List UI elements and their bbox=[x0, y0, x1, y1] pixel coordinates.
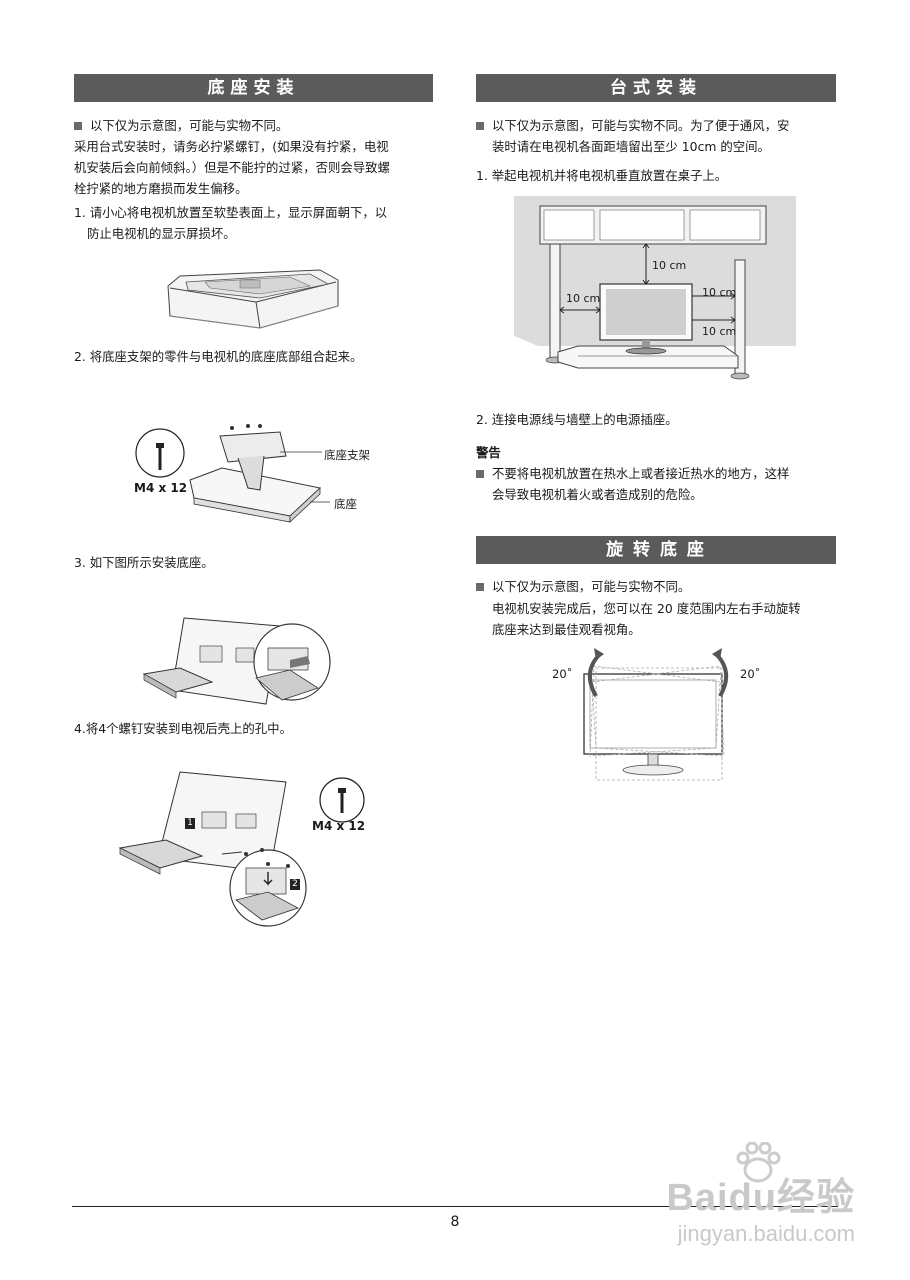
tv-facedown-illustration bbox=[167, 269, 339, 329]
swivel-line: 底座来达到最佳观看视角。 bbox=[492, 622, 641, 637]
angle-left: 20˚ bbox=[552, 667, 573, 681]
section-heading-swivel-stand: 旋 转 底 座 bbox=[476, 536, 836, 564]
square-bullet-icon bbox=[476, 583, 484, 591]
note-line: 栓拧紧的地方磨损而发生偏移。 bbox=[74, 181, 248, 196]
step-1-cont: 防止电视机的显示屏损坏。 bbox=[87, 226, 236, 241]
dim-right-2: 10 cm bbox=[702, 325, 737, 338]
footer-rule bbox=[72, 1206, 838, 1207]
note-line: 装时请在电视机各面距墙留出至少 10cm 的空间。 bbox=[492, 139, 770, 154]
install-stand-illustration bbox=[142, 617, 331, 705]
watermark: Baidu经验 jingyan.baidu.com bbox=[666, 1141, 855, 1247]
section-heading-stand-install: 底座安装 bbox=[74, 74, 433, 102]
step-4: 4.将4个螺钉安装到电视后壳上的孔中。 bbox=[74, 721, 292, 736]
warning-title: 警告 bbox=[476, 445, 501, 460]
bracket-base-illustration bbox=[135, 424, 330, 523]
note-bullet: 以下仅为示意图，可能与实物不同。 bbox=[74, 115, 288, 136]
paw-icon bbox=[735, 1141, 781, 1184]
badge-2: 2 bbox=[290, 879, 300, 890]
label-base: 底座 bbox=[334, 497, 357, 511]
page-number: 8 bbox=[450, 1214, 460, 1230]
step-2: 2. 将底座支架的零件与电视机的底座底部组合起来。 bbox=[74, 349, 363, 364]
install-screws-illustration bbox=[118, 771, 307, 927]
square-bullet-icon bbox=[476, 122, 484, 130]
step-1: 1. 请小心将电视机放置至软垫表面上，显示屏面朝下，以 bbox=[74, 205, 388, 220]
swivel-line: 电视机安装完成后，您可以在 20 度范围内左右手动旋转 bbox=[492, 601, 801, 616]
note-line: 采用台式安装时，请务必拧紧螺钉，(如果没有拧紧，电视 bbox=[74, 139, 389, 154]
swivel-illustration bbox=[583, 648, 728, 781]
warning-line: 会导致电视机着火或者造成别的危险。 bbox=[492, 487, 703, 502]
wall-clearance-illustration bbox=[514, 196, 796, 396]
watermark-brand: Baidu经验 bbox=[666, 1177, 855, 1219]
dim-left: 10 cm bbox=[566, 292, 601, 305]
dim-right-1: 10 cm bbox=[702, 286, 737, 299]
square-bullet-icon bbox=[74, 122, 82, 130]
step-2: 2. 连接电源线与墙壁上的电源插座。 bbox=[476, 412, 678, 427]
note-line: 机安装后会向前倾斜。）但是不能拧的过紧，否则会导致螺 bbox=[74, 160, 390, 175]
label-bracket: 底座支架 bbox=[324, 448, 370, 462]
warning-line: 不要将电视机放置在热水上或者接近热水的地方，这样 bbox=[476, 463, 789, 484]
badge-1: 1 bbox=[185, 818, 195, 829]
square-bullet-icon bbox=[476, 470, 484, 478]
step-1: 1. 举起电视机并将电视机垂直放置在桌子上。 bbox=[476, 168, 728, 183]
angle-right: 20˚ bbox=[740, 667, 761, 681]
step-3: 3. 如下图所示安装底座。 bbox=[74, 555, 214, 570]
note-bullet: 以下仅为示意图，可能与实物不同。为了便于通风，安 bbox=[476, 115, 789, 136]
screw-label: M4 x 12 bbox=[134, 481, 188, 495]
screw-icon bbox=[319, 777, 365, 823]
watermark-url: jingyan.baidu.com bbox=[677, 1221, 855, 1246]
swivel-bullet: 以下仅为示意图，可能与实物不同。 bbox=[476, 576, 690, 597]
section-heading-table-install: 台式安装 bbox=[476, 74, 836, 102]
dim-top: 10 cm bbox=[652, 259, 687, 272]
screw-label: M4 x 12 bbox=[312, 819, 366, 833]
